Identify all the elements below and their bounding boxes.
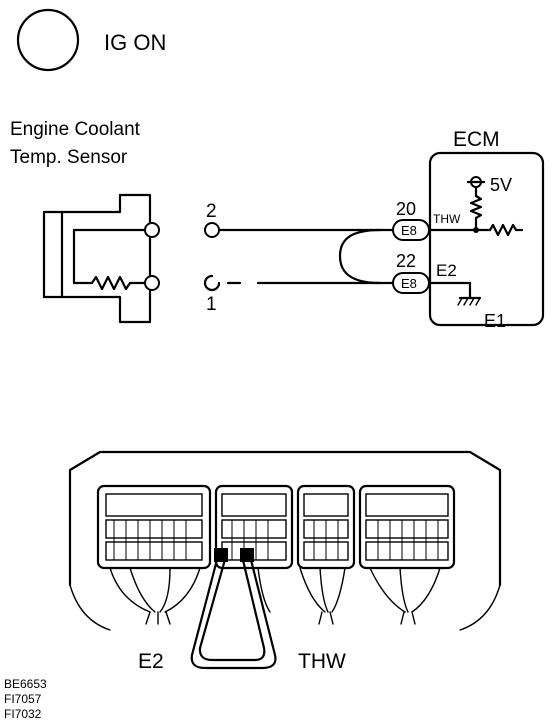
sensor-title-line1: Engine Coolant [10,119,141,140]
test-jumper-wire [338,228,382,285]
ignition-key-icon [16,8,80,72]
ecm-pin-22: 22 [396,251,416,271]
connector-e8-bottom: E8 [392,272,430,294]
ecm-connector-block [96,484,212,570]
ecm-pin-20: 20 [396,199,416,219]
sensor-title-line2: Temp. Sensor [10,147,128,168]
ecm-title: ECM [453,128,500,151]
sensor-pin-2: 2 [206,201,217,222]
probe-label-e2: E2 [138,650,164,673]
ecm-e1-label: E1 [484,311,506,331]
figure-code: BE6653 [4,677,47,691]
ecm-box [428,151,545,327]
coolant-sensor-body [42,193,160,324]
svg-text:E8: E8 [401,276,417,291]
ecm-connector-illustration [68,450,502,670]
ecm-connector-block [358,484,456,570]
figure-code: FI7032 [4,707,42,721]
sensor-pin-1: 1 [206,294,217,315]
connector-e8-top: E8 [392,219,430,241]
probe-label-thw: THW [298,650,346,673]
harness-pins [203,222,394,292]
ignition-label: IG ON [104,30,166,55]
ecm-e2-label: E2 [436,261,457,280]
ecm-thw-label: THW [433,212,461,226]
ecm-5v-label: 5V [490,175,512,195]
svg-text:E8: E8 [401,223,417,238]
figure-code: FI7057 [4,692,42,706]
